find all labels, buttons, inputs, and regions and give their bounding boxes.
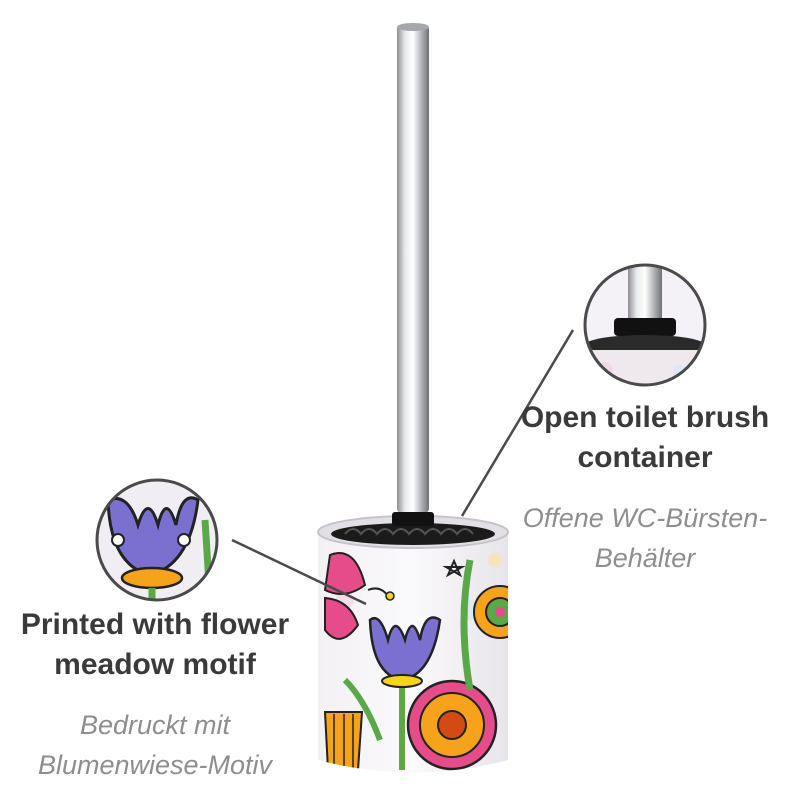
brush-holder-pot — [317, 512, 509, 773]
purple-tulip-motif — [368, 616, 442, 770]
caption-line: Behälter — [594, 543, 696, 573]
caption-line: Offene WC-Bürsten- — [522, 503, 768, 533]
caption-line: Blumenwiese-Motiv — [37, 750, 273, 780]
caption-line: container — [577, 441, 713, 474]
container-detail-circle — [583, 263, 707, 387]
caption-line: Bedruckt mit — [79, 710, 231, 740]
container-caption-english: Open toilet brush container — [500, 398, 790, 478]
leader-line-container — [460, 329, 575, 517]
leader-line-motif — [231, 538, 367, 606]
brush-handle — [397, 23, 429, 514]
caption-line: Open toilet brush — [520, 401, 770, 434]
caption-line: Printed with flower — [20, 608, 290, 641]
orange-flower-motif — [406, 679, 498, 771]
striped-pot-motif — [323, 711, 364, 771]
motif-caption: Printed with flower meadow motif Bedruck… — [10, 605, 300, 785]
butterfly-motif — [323, 552, 395, 640]
motif-detail-circle — [95, 478, 219, 602]
container-caption: Open toilet brush container Offene WC-Bü… — [500, 398, 790, 578]
motif-caption-german: Bedruckt mit Blumenwiese-Motiv — [10, 705, 300, 785]
round-flower-motif — [473, 585, 508, 639]
caption-line: meadow motif — [54, 648, 256, 681]
container-caption-german: Offene WC-Bürsten- Behälter — [500, 498, 790, 578]
motif-caption-english: Printed with flower meadow motif — [10, 605, 300, 685]
